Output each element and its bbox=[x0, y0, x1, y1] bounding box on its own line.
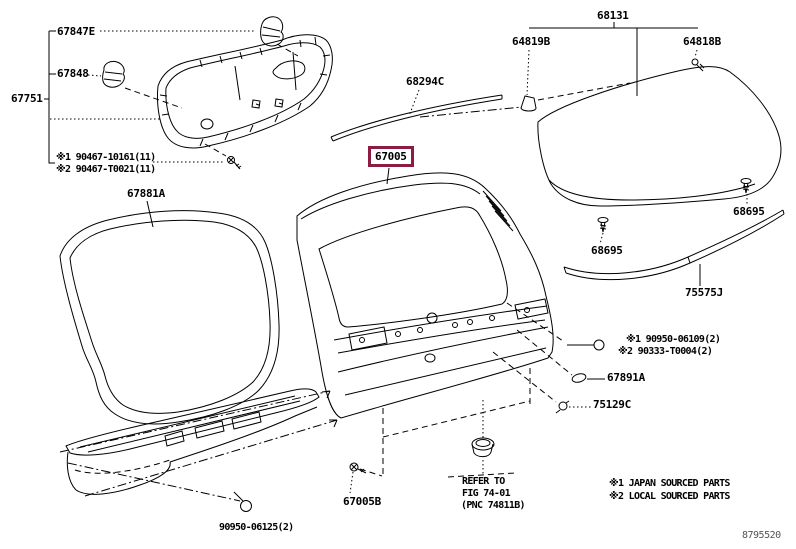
part-label-68695-left[interactable]: 68695 bbox=[591, 244, 623, 257]
part-label-67848[interactable]: 67848 bbox=[57, 67, 89, 80]
part-label-67847E[interactable]: 67847E bbox=[57, 25, 95, 38]
roof-molding-drawing bbox=[330, 89, 523, 142]
part-label-67891A[interactable]: 67891A bbox=[607, 371, 645, 384]
door-fasteners-drawing bbox=[349, 302, 605, 494]
trim-board-drawing bbox=[157, 34, 333, 149]
lower-garnish-drawing bbox=[59, 388, 338, 512]
part-label-68294C[interactable]: 68294C bbox=[406, 75, 444, 88]
legend-local-sourced: ※2 LOCAL SOURCED PARTS bbox=[609, 491, 730, 502]
weatherstrip-drawing bbox=[59, 200, 280, 425]
part-label-67005B[interactable]: 67005B bbox=[343, 495, 381, 508]
glass-support-left-drawing bbox=[597, 217, 609, 245]
part-label-75129C[interactable]: 75129C bbox=[593, 398, 631, 411]
part-label-68131[interactable]: 68131 bbox=[597, 9, 629, 22]
note-glass-clip-2: ※2 90333-T0004(2) bbox=[618, 346, 713, 357]
part-label-75575J[interactable]: 75575J bbox=[685, 286, 723, 299]
drawing-code: 8795520 bbox=[742, 530, 781, 541]
trim-clip-lower-drawing bbox=[102, 61, 125, 88]
note-refer-3: (PNC 74811B) bbox=[461, 500, 526, 511]
glass-stopper-right-drawing bbox=[691, 58, 705, 72]
selected-part-label-67005[interactable]: 67005 bbox=[368, 146, 414, 167]
part-label-67881A[interactable]: 67881A bbox=[127, 187, 165, 200]
rear-glass-drawing bbox=[520, 22, 782, 207]
note-refer-1: REFER TO bbox=[462, 476, 505, 487]
part-label-64819B[interactable]: 64819B bbox=[512, 35, 550, 48]
glass-molding-drawing bbox=[563, 209, 785, 286]
trim-clip-upper-drawing bbox=[260, 16, 284, 47]
part-label-64818B[interactable]: 64818B bbox=[683, 35, 721, 48]
note-refer-2: FIG 74-01 bbox=[462, 488, 511, 499]
glass-stopper-left-drawing bbox=[520, 95, 537, 112]
legend-japan-sourced: ※1 JAPAN SOURCED PARTS bbox=[609, 478, 730, 489]
part-label-68695-right[interactable]: 68695 bbox=[733, 205, 765, 218]
part-label-90950-06125[interactable]: 90950-06125(2) bbox=[219, 522, 294, 533]
note-trim-fastener-2: ※2 90467-T0021(11) bbox=[56, 164, 156, 175]
back-door-drawing bbox=[296, 167, 554, 478]
part-label-67751[interactable]: 67751 bbox=[11, 92, 43, 105]
trim-screw-drawing bbox=[227, 156, 242, 170]
note-trim-fastener-1: ※1 90467-10161(11) bbox=[56, 152, 156, 163]
trim-leader-lines bbox=[44, 30, 299, 164]
note-glass-clip-1: ※1 90950-06109(2) bbox=[626, 334, 721, 345]
glass-support-right-drawing bbox=[740, 178, 752, 205]
